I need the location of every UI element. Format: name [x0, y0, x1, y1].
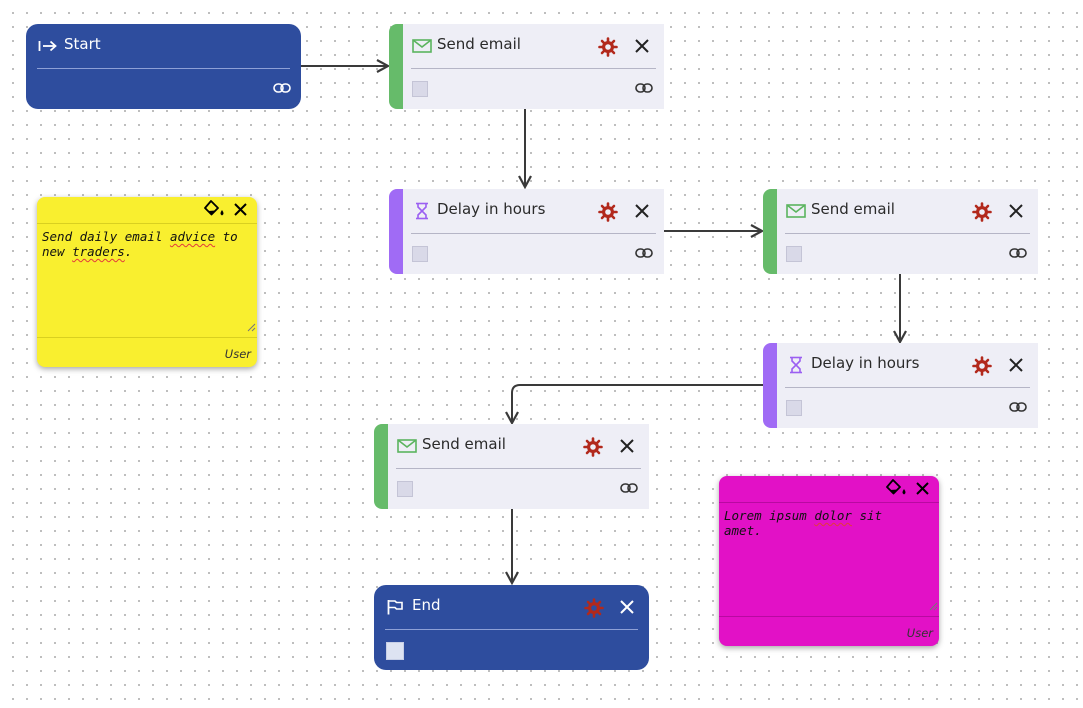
node-title: Send email: [422, 435, 506, 453]
hourglass-icon: [790, 356, 802, 374]
resize-handle-icon[interactable]: [247, 323, 256, 332]
node-title: Start: [64, 35, 101, 53]
node-header: [411, 189, 656, 234]
close-icon[interactable]: [634, 203, 650, 219]
checkbox[interactable]: [386, 642, 404, 660]
paint-bucket-icon[interactable]: [204, 200, 226, 220]
note-text[interactable]: Send daily email advice to new traders.: [42, 229, 238, 259]
checkbox[interactable]: [786, 400, 802, 416]
node-header: [785, 343, 1030, 388]
checkbox[interactable]: [412, 246, 428, 262]
end-node[interactable]: End: [374, 585, 649, 670]
gear-icon[interactable]: [584, 598, 604, 618]
close-icon[interactable]: [1008, 357, 1024, 373]
close-icon[interactable]: [619, 438, 635, 454]
start-arrow-icon: [38, 40, 57, 52]
gear-icon[interactable]: [598, 202, 618, 222]
node-header: [37, 24, 290, 69]
sticky-note-1[interactable]: Send daily email advice to new traders. …: [37, 197, 257, 367]
flag-icon: [387, 600, 403, 615]
link-icon[interactable]: [1009, 247, 1027, 259]
delay-node-1[interactable]: Delay in hours: [389, 189, 664, 274]
envelope-icon: [397, 439, 417, 453]
node-header: [385, 585, 638, 630]
gear-icon[interactable]: [972, 356, 992, 376]
resize-handle-icon[interactable]: [929, 602, 938, 611]
link-icon[interactable]: [620, 482, 638, 494]
node-title: End: [412, 596, 441, 614]
paint-bucket-icon[interactable]: [886, 479, 908, 499]
node-header: [411, 24, 656, 69]
send-email-node-1[interactable]: Send email: [389, 24, 664, 109]
send-email-node-3[interactable]: Send email: [374, 424, 649, 509]
delay-node-2[interactable]: Delay in hours: [763, 343, 1038, 428]
hourglass-icon: [416, 202, 428, 220]
edge-delay2-to-email3: [512, 384, 763, 422]
gear-icon[interactable]: [583, 437, 603, 457]
node-header: [396, 424, 641, 469]
note-text[interactable]: Lorem ipsum dolor sit amet.: [724, 508, 883, 538]
checkbox[interactable]: [412, 81, 428, 97]
node-header: [785, 189, 1030, 234]
checkbox[interactable]: [786, 246, 802, 262]
link-icon[interactable]: [273, 82, 291, 94]
note-author: User: [906, 626, 933, 640]
checkbox[interactable]: [397, 481, 413, 497]
close-icon[interactable]: [915, 481, 930, 496]
node-title: Delay in hours: [811, 354, 920, 372]
close-icon[interactable]: [619, 599, 635, 615]
close-icon[interactable]: [1008, 203, 1024, 219]
node-title: Delay in hours: [437, 200, 546, 218]
start-node[interactable]: Start: [26, 24, 301, 109]
gear-icon[interactable]: [972, 202, 992, 222]
send-email-node-2[interactable]: Send email: [763, 189, 1038, 274]
node-title: Send email: [811, 200, 895, 218]
node-title: Send email: [437, 35, 521, 53]
envelope-icon: [412, 39, 432, 53]
link-icon[interactable]: [635, 82, 653, 94]
gear-icon[interactable]: [598, 37, 618, 57]
envelope-icon: [786, 204, 806, 218]
link-icon[interactable]: [635, 247, 653, 259]
sticky-note-2[interactable]: Lorem ipsum dolor sit amet. User: [719, 476, 939, 646]
note-author: User: [224, 347, 251, 361]
link-icon[interactable]: [1009, 401, 1027, 413]
close-icon[interactable]: [233, 202, 248, 217]
close-icon[interactable]: [634, 38, 650, 54]
